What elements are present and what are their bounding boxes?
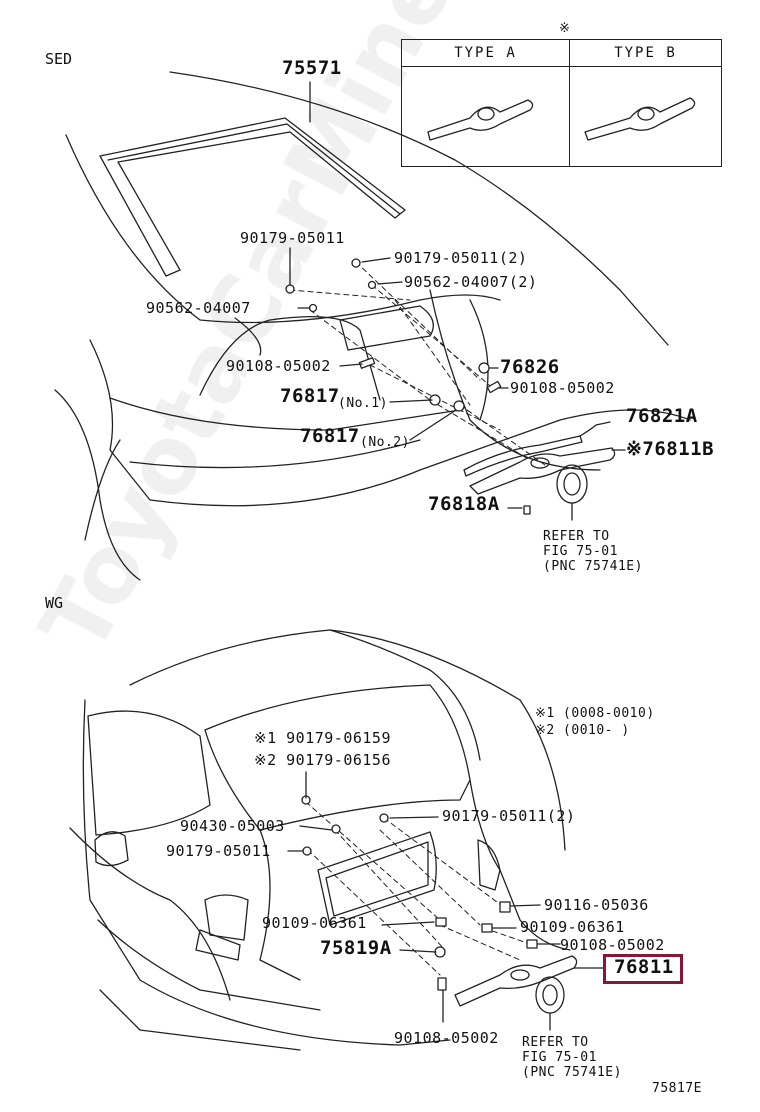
sedan-refer-line1: REFER TO xyxy=(543,529,610,544)
wagon-quarter-glass xyxy=(87,710,211,836)
type-table: TYPE A TYPE B xyxy=(401,39,722,167)
part-90562-04007-2[interactable]: 90562-04007(2) xyxy=(404,273,538,291)
part-76817-no1-suffix: (No.1) xyxy=(338,396,388,411)
part-90116-05036[interactable]: 90116-05036 xyxy=(544,896,649,914)
sedan-garnish-base xyxy=(339,305,434,351)
wagon-refer-line1: REFER TO xyxy=(522,1035,589,1050)
part-75571[interactable]: 75571 xyxy=(282,57,342,79)
part-76817-no1[interactable]: 76817 xyxy=(280,385,340,407)
wagon-note-2: ※2 (0010- ) xyxy=(535,723,630,738)
wagon-fuel-door xyxy=(94,831,129,867)
wagon-tail-lamp-left xyxy=(204,894,249,941)
part-76817-no2-suffix: (No.2) xyxy=(360,435,410,450)
wagon-refer-line2[interactable]: FIG 75-01 xyxy=(522,1050,597,1065)
part-90179-05011-2-sedan[interactable]: 90179-05011(2) xyxy=(394,249,528,267)
part-90430-05003[interactable]: 90430-05003 xyxy=(180,817,285,835)
highlight-box-76811 xyxy=(603,954,683,984)
type-a-heading: TYPE A xyxy=(402,40,569,67)
type-b-cell: TYPE B xyxy=(570,40,721,166)
part-75819a[interactable]: 75819A xyxy=(320,937,392,959)
wagon-tail-lamp-right xyxy=(477,839,501,891)
part-90108-05002-sedan-right[interactable]: 90108-05002 xyxy=(510,379,615,397)
part-90108-05002-wagon-right[interactable]: 90108-05002 xyxy=(560,936,665,954)
sedan-inner-panel xyxy=(199,316,381,401)
wagon-license-recess xyxy=(317,831,437,926)
sedan-roof-line xyxy=(169,71,669,346)
type-b-heading: TYPE B xyxy=(570,40,721,67)
wagon-fasteners xyxy=(301,795,538,991)
sedan-refer-line2[interactable]: FIG 75-01 xyxy=(543,544,618,559)
part-90179-05011-2-wagon[interactable]: 90179-05011(2) xyxy=(442,807,576,825)
part-76811b[interactable]: ※76811B xyxy=(626,438,715,460)
wagon-emblem xyxy=(535,976,565,1014)
section-title-wagon: WG xyxy=(45,594,64,612)
part-76821a[interactable]: 76821A xyxy=(626,405,698,427)
sedan-rear-window xyxy=(99,117,406,277)
sedan-body-side xyxy=(89,339,691,507)
part-76826[interactable]: 76826 xyxy=(500,356,560,378)
part-90108-05002-sedan-left[interactable]: 90108-05002 xyxy=(226,357,331,375)
sedan-76821a-strip xyxy=(463,435,583,477)
part-90179-05011-wagon[interactable]: 90179-05011 xyxy=(166,842,271,860)
part-90179-06156[interactable]: ※2 90179-06156 xyxy=(254,751,391,769)
part-76817-no2[interactable]: 76817 xyxy=(300,425,360,447)
part-90109-06361-right[interactable]: 90109-06361 xyxy=(520,918,625,936)
section-title-sedan: SED xyxy=(45,50,73,68)
type-table-mark: ※ xyxy=(559,21,571,36)
wagon-roof xyxy=(129,629,521,701)
part-90179-06159[interactable]: ※1 90179-06159 xyxy=(254,729,391,747)
sedan-76811b-garnish xyxy=(469,447,616,495)
part-90562-04007[interactable]: 90562-04007 xyxy=(146,299,251,317)
type-a-cell: TYPE A xyxy=(402,40,570,166)
part-76818a[interactable]: 76818A xyxy=(428,493,500,515)
sedan-emblem xyxy=(556,464,588,504)
wagon-refer-line3: (PNC 75741E) xyxy=(522,1065,622,1080)
figure-code: 75817E xyxy=(652,1081,702,1096)
part-90108-05002-wagon-bottom[interactable]: 90108-05002 xyxy=(394,1029,499,1047)
wagon-76811-garnish xyxy=(454,955,578,1007)
sedan-refer-line3: (PNC 75741E) xyxy=(543,559,643,574)
wagon-note-1: ※1 (0008-0010) xyxy=(535,706,655,721)
part-90179-05011-sedan[interactable]: 90179-05011 xyxy=(240,229,345,247)
part-90109-06361-left[interactable]: 90109-06361 xyxy=(262,914,367,932)
sedan-fasteners xyxy=(285,258,531,515)
part-76811[interactable]: 76811 xyxy=(614,956,674,978)
